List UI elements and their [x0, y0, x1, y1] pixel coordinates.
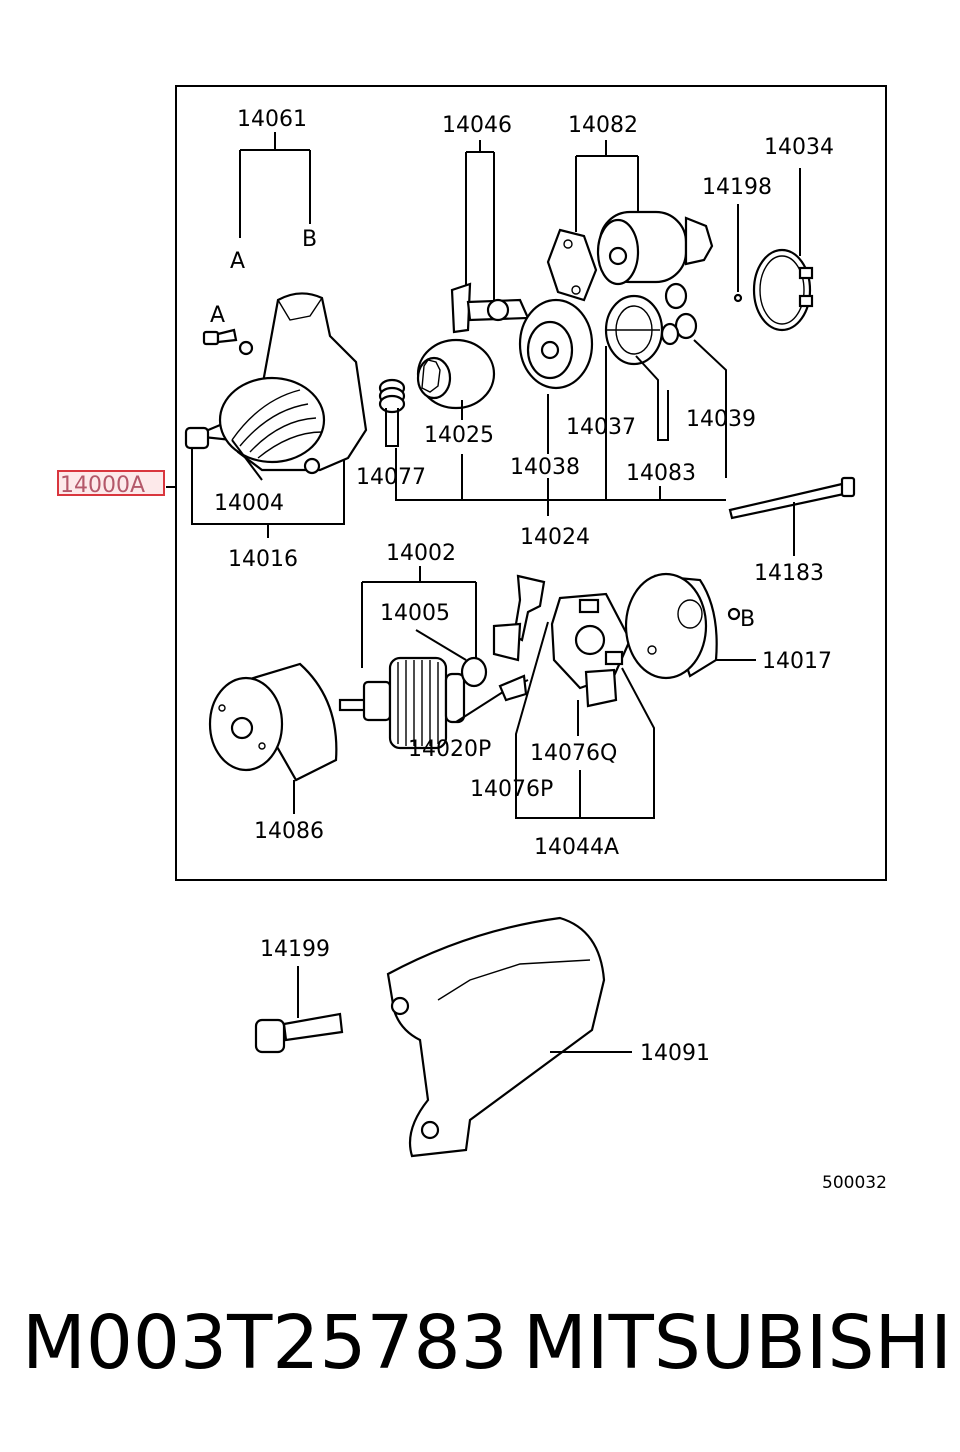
- caption: M003T25783 MITSUBISHI: [22, 1298, 952, 1388]
- label-14077: 14077: [356, 465, 426, 490]
- label-14004: 14004: [214, 491, 284, 516]
- label-14024: 14024: [520, 525, 590, 550]
- through-bolt: [728, 476, 856, 520]
- spring: [378, 378, 406, 414]
- gear-housing: [518, 298, 594, 390]
- label-14183: 14183: [754, 561, 824, 586]
- yoke: [208, 662, 338, 782]
- label-14016: 14016: [228, 547, 298, 572]
- label-14034: 14034: [764, 135, 834, 160]
- label-14005: 14005: [380, 601, 450, 626]
- front-housing: [184, 292, 368, 475]
- label-14000A[interactable]: 14000A: [60, 473, 145, 498]
- reference-code: 500032: [822, 1173, 887, 1193]
- support-bracket: [386, 916, 606, 1158]
- planet-gears: [660, 282, 698, 346]
- solenoid: [546, 210, 714, 302]
- label-14002: 14002: [386, 541, 456, 566]
- label-a-bolt: A: [210, 303, 225, 328]
- rear-bracket: [624, 572, 718, 680]
- armature: [338, 656, 488, 750]
- label-14082: 14082: [568, 113, 638, 138]
- label-14044A: 14044A: [534, 835, 619, 860]
- label-14025: 14025: [424, 423, 494, 448]
- diagram-frame: [175, 85, 887, 881]
- part-number: M003T25783: [22, 1300, 508, 1386]
- bolt-a: [202, 328, 238, 346]
- label-14037: 14037: [566, 415, 636, 440]
- label-14076Q: 14076Q: [530, 741, 617, 766]
- retainer-ring: [752, 248, 814, 332]
- label-a-top: A: [230, 249, 245, 274]
- highlight-14000A[interactable]: 14000A: [57, 470, 165, 498]
- label-14020P: 14020P: [408, 737, 491, 762]
- brush-holder: [492, 574, 632, 708]
- label-b-top: B: [302, 227, 317, 252]
- label-14017: 14017: [762, 649, 832, 674]
- label-14046: 14046: [442, 113, 512, 138]
- pinion-gear: [416, 338, 496, 410]
- label-14198: 14198: [702, 175, 772, 200]
- label-14199: 14199: [260, 937, 330, 962]
- label-14038: 14038: [510, 455, 580, 480]
- label-b-screw: B: [740, 607, 755, 632]
- label-14091: 14091: [640, 1041, 710, 1066]
- label-14039: 14039: [686, 407, 756, 432]
- brand-name: MITSUBISHI: [522, 1300, 952, 1386]
- internal-gear: [604, 294, 664, 366]
- label-14086: 14086: [254, 819, 324, 844]
- bracket-bolt: [254, 1012, 344, 1054]
- label-14076P: 14076P: [470, 777, 553, 802]
- label-14061: 14061: [237, 107, 307, 132]
- shift-lever: [450, 282, 530, 334]
- label-14083: 14083: [626, 461, 696, 486]
